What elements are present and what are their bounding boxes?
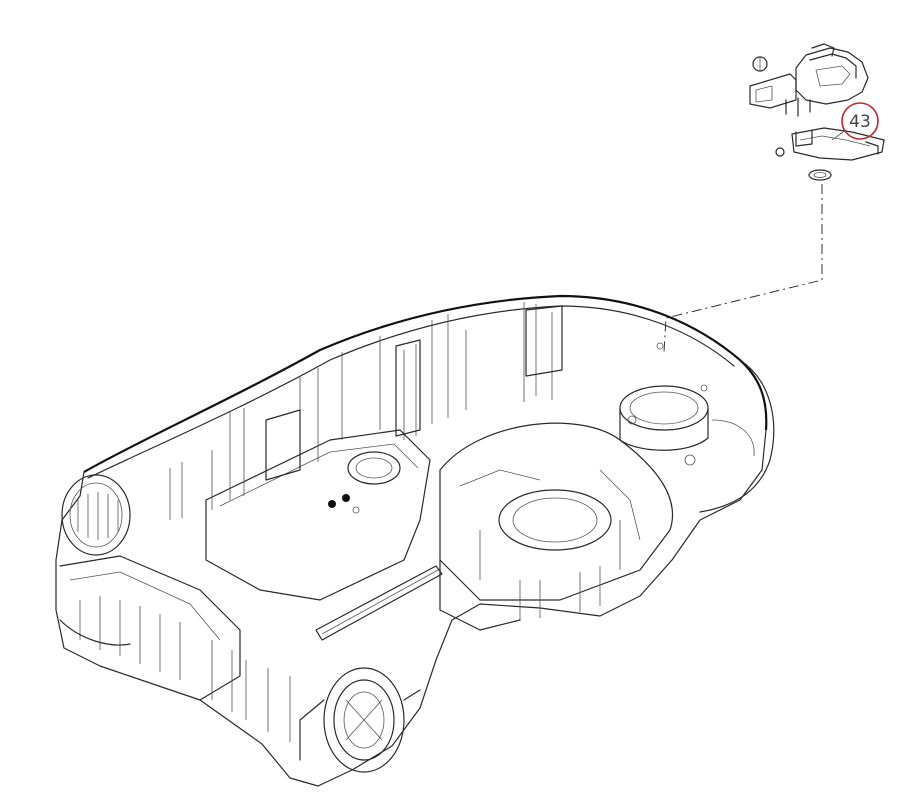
callout-number: 43 — [849, 112, 871, 132]
callout-43[interactable]: 43 — [841, 102, 879, 140]
assembly-leader-line — [663, 184, 823, 353]
callout-circle — [841, 102, 879, 140]
main-base-housing — [55, 294, 775, 787]
switch-assembly-part — [749, 43, 885, 181]
